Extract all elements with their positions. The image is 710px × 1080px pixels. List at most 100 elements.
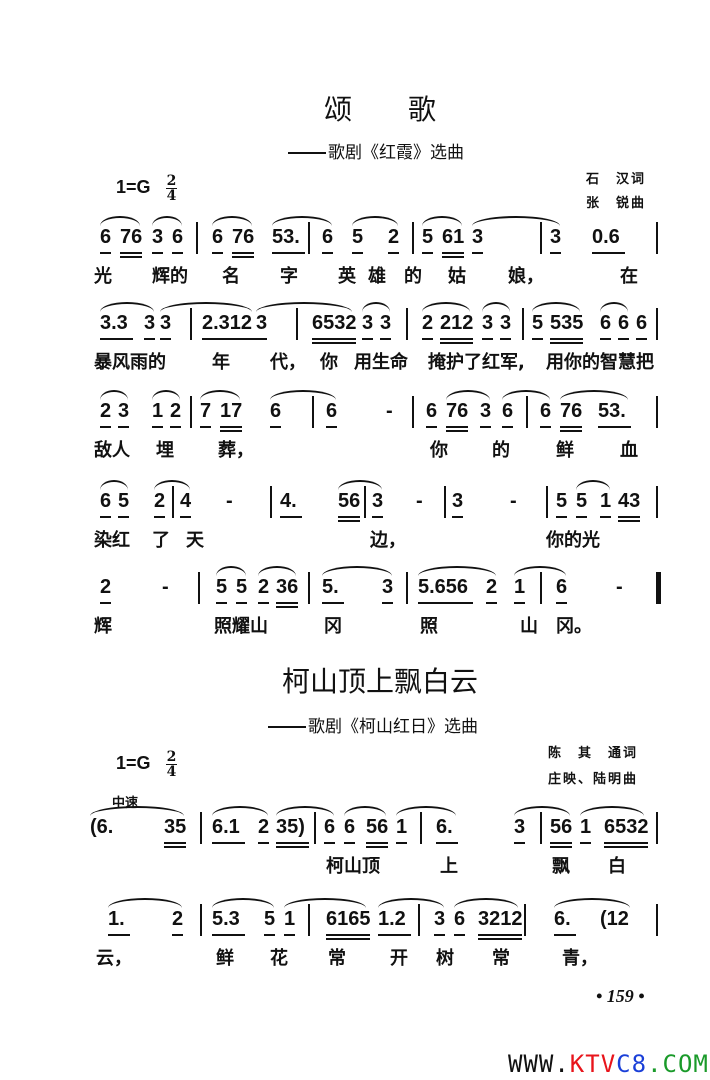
lyric: 字 — [280, 266, 298, 287]
song1-lyricist: 石 汉词 — [586, 172, 647, 187]
slur-arc — [270, 390, 336, 400]
slur-arc — [362, 302, 390, 312]
note: 3 — [550, 226, 562, 248]
beam-underline — [280, 516, 302, 518]
slur-arc — [396, 806, 456, 816]
lyric: 用生命 — [354, 352, 408, 373]
slur-arc — [514, 806, 570, 816]
slur-arc — [600, 302, 628, 312]
beam-underline — [618, 338, 629, 340]
note: 3 — [382, 576, 394, 598]
beam-underline — [550, 842, 572, 844]
slur-arc — [276, 806, 334, 816]
note: 76 — [560, 400, 583, 422]
note: 6 — [344, 816, 356, 838]
barline — [308, 222, 310, 254]
note: 6 — [556, 576, 568, 598]
page-number: • 159 • — [596, 986, 645, 1006]
lyric: 名 — [222, 266, 240, 287]
key: 1=G — [116, 177, 151, 197]
note: 3 — [118, 400, 130, 422]
note: 3 — [160, 312, 172, 334]
note: 2 — [172, 908, 184, 930]
lyric: 你 — [430, 440, 448, 461]
beam-underline — [478, 934, 522, 936]
barline — [406, 572, 408, 604]
note: 76 — [446, 400, 469, 422]
beam-underline — [220, 426, 242, 428]
beam-underline — [172, 252, 183, 254]
beam-underline — [202, 338, 257, 340]
lyric: 边， — [370, 530, 406, 551]
barline — [172, 486, 174, 518]
lyric: 开 — [390, 948, 408, 969]
barline — [526, 396, 528, 428]
beam-underline — [362, 338, 373, 340]
barline — [540, 812, 542, 844]
barline — [412, 222, 414, 254]
barline — [198, 572, 200, 604]
slur-arc — [502, 390, 550, 400]
beam-underline — [556, 516, 567, 518]
note: 6165 — [326, 908, 371, 930]
note: 6532 — [604, 816, 649, 838]
lyric: 上 — [440, 856, 458, 877]
beam-underline — [144, 338, 155, 340]
lyric: 鲜 — [556, 440, 574, 461]
beam-underline — [256, 338, 267, 340]
beam-underline-double — [120, 256, 142, 258]
beam-underline — [322, 252, 333, 254]
note: 6 — [172, 226, 184, 248]
barline — [308, 904, 310, 936]
note: 5.3 — [212, 908, 240, 930]
note: 6 — [618, 312, 630, 334]
note: 3 — [472, 226, 484, 248]
beam-underline-double — [550, 342, 583, 344]
beam-underline — [352, 252, 363, 254]
note: 56 — [366, 816, 389, 838]
slur-arc — [90, 806, 184, 816]
note: 3.3 — [100, 312, 128, 334]
barline — [200, 812, 202, 844]
beam-underline — [272, 252, 305, 254]
beam-underline — [264, 934, 275, 936]
note: (12 — [600, 908, 629, 930]
final-barline — [656, 572, 661, 604]
beam-underline — [422, 338, 433, 340]
beam-underline — [212, 934, 245, 936]
beam-underline — [160, 338, 171, 340]
note: 5 — [532, 312, 544, 334]
beam-underline — [118, 516, 129, 518]
lyric: 常 — [492, 948, 510, 969]
beam-underline-double — [220, 430, 242, 432]
barline — [656, 486, 658, 518]
beam-underline — [276, 602, 298, 604]
barline — [190, 308, 192, 340]
slur-arc — [482, 302, 510, 312]
slur-arc — [344, 806, 386, 816]
note: 1 — [580, 816, 592, 838]
note: 5 — [236, 576, 248, 598]
note: 5 — [556, 490, 568, 512]
beam-underline — [486, 602, 497, 604]
beam-underline — [442, 252, 464, 254]
song2-lyricist: 陈 其 通词 — [548, 746, 639, 761]
barline — [444, 486, 446, 518]
beam-underline — [322, 602, 344, 604]
beam-underline-double — [446, 430, 468, 432]
note: 2 — [100, 576, 112, 598]
note: 1.2 — [378, 908, 406, 930]
lyric: 照 — [420, 616, 438, 637]
note: 1 — [600, 490, 612, 512]
beam-underline — [426, 426, 437, 428]
beam-underline — [236, 602, 247, 604]
lyric: 姑 — [448, 266, 466, 287]
lyric-row: 辉照耀山冈照山冈。 — [94, 612, 670, 638]
note: 6. — [554, 908, 571, 930]
